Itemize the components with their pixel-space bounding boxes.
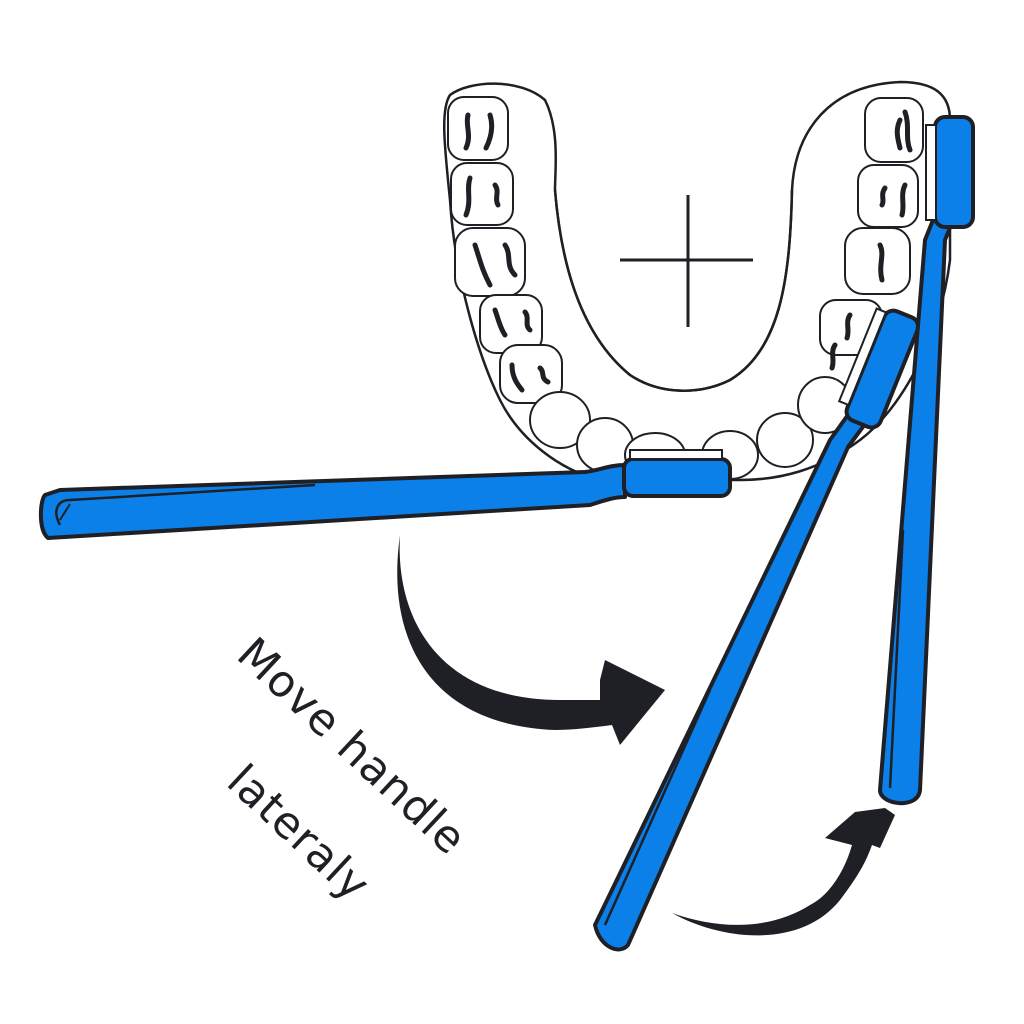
arrow-lower	[672, 808, 895, 936]
tooth-fissures	[463, 109, 913, 393]
toothbrush-angled	[593, 307, 921, 952]
toothbrush-vertical	[878, 115, 975, 806]
inner-arch-line	[553, 189, 794, 392]
center-crosshair	[620, 195, 753, 327]
arrow-upper	[397, 535, 665, 745]
toothbrush-horizontal	[38, 449, 732, 540]
